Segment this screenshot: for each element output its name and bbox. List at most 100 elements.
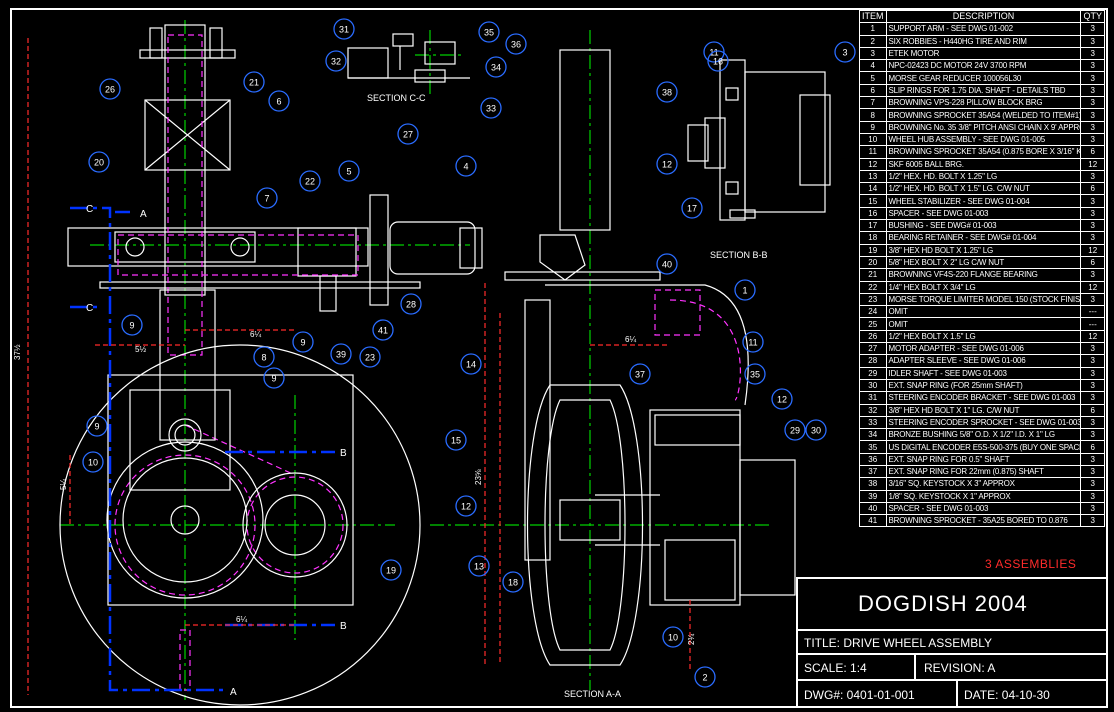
balloon-number: 12 <box>461 502 471 512</box>
balloon-circle <box>485 56 507 78</box>
bom-description: MORSE TORQUE LIMITER MODEL 150 (STOCK FI… <box>885 292 1082 307</box>
bom-qty: 3 <box>1080 514 1105 528</box>
balloon-number: 37 <box>635 370 645 380</box>
bom-qty: 3 <box>1080 34 1105 48</box>
balloon-circle <box>243 71 265 93</box>
bom-item-number: 32 <box>859 403 887 417</box>
section-bb-label: SECTION B-B <box>710 250 768 260</box>
balloon-circle <box>400 293 422 315</box>
section-aa-label: SECTION A-A <box>564 689 621 699</box>
balloon: 27 <box>397 123 419 145</box>
bom-qty: 3 <box>1080 108 1105 122</box>
bom-description: BROWNING VPS-228 PILLOW BLOCK BRG <box>885 96 1082 110</box>
hidden-lines <box>114 34 741 691</box>
bom-qty: 6 <box>1080 182 1105 196</box>
section-cc-view <box>347 33 470 83</box>
bom-qty: 12 <box>1080 243 1105 257</box>
balloon-circle <box>86 415 108 437</box>
balloon-circle <box>253 346 275 368</box>
bom-description: 1/2" HEX. HD. BOLT X 1.25" LG <box>885 169 1082 184</box>
bom-description: WHEEL HUB ASSEMBLY - SEE DWG 01-005 <box>885 132 1082 147</box>
balloon-number: 9 <box>129 321 134 331</box>
balloon-number: 31 <box>339 25 349 35</box>
balloon-number: 41 <box>378 326 388 336</box>
balloon-circle <box>121 314 143 336</box>
balloon-number: 22 <box>305 177 315 187</box>
bom-description: WHEEL STABILIZER - SEE DWG 01-004 <box>885 194 1082 208</box>
bom-item-number: 38 <box>859 477 887 491</box>
revision: REVISION: A <box>924 661 996 675</box>
balloon: 22 <box>299 170 321 192</box>
title-block-dwg: DWG#: 0401-01-001 <box>796 679 958 708</box>
bom-item-number: 26 <box>859 329 887 344</box>
balloon: 7 <box>256 187 278 209</box>
bom-description: OMIT <box>885 317 1082 331</box>
section-marker-b-top: B <box>340 448 347 459</box>
balloon: 16 <box>707 50 729 72</box>
bom-header-qty: QTY <box>1080 9 1105 24</box>
bom-qty: 3 <box>1080 268 1105 282</box>
balloon: 6 <box>268 90 290 112</box>
balloon-circle <box>784 419 806 441</box>
steering-shaft <box>139 24 236 296</box>
dimension-text: 5¼ <box>59 479 68 490</box>
balloon-circle <box>455 155 477 177</box>
balloon-number: 23 <box>365 353 375 363</box>
bom-description: EXT. SNAP RING (FOR 25mm SHAFT) <box>885 378 1082 393</box>
bom-qty: 3 <box>1080 96 1105 110</box>
bom-item-number: 21 <box>859 268 887 282</box>
bom-item-number: 17 <box>859 219 887 233</box>
balloon-number: 14 <box>466 360 476 370</box>
balloon: 32 <box>325 50 347 72</box>
balloon-number: 9 <box>271 374 276 384</box>
balloon-circle <box>656 253 678 275</box>
bom-description: NPC-02423 DC MOTOR 24V 3700 RPM <box>885 59 1082 73</box>
balloon-circle <box>299 170 321 192</box>
bom-item-number: 8 <box>859 108 887 122</box>
dimension-text: 5½ <box>135 345 146 354</box>
dimension-text: 23⅝ <box>474 469 483 485</box>
bom-description: SIX ROBBIES - H440HG TIRE AND RIM <box>885 34 1082 48</box>
balloon-number: 18 <box>508 578 518 588</box>
bom-qty: 3 <box>1080 501 1105 516</box>
section-marker-c-top: C <box>86 204 93 215</box>
bom-description: BUSHING - SEE DWG# 01-003 <box>885 219 1082 233</box>
drawing-number: DWG#: 0401-01-001 <box>804 688 915 702</box>
balloon-circle <box>333 18 355 40</box>
balloon: 23 <box>359 346 381 368</box>
balloon: 31 <box>333 18 355 40</box>
bom-header-item: ITEM <box>859 9 887 24</box>
balloon-circle <box>99 78 121 100</box>
drawing-title: TITLE: DRIVE WHEEL ASSEMBLY <box>804 636 993 650</box>
section-bb-view <box>687 59 831 221</box>
balloon: 8 <box>253 346 275 368</box>
balloon-circle <box>468 555 490 577</box>
bom-description: 3/8" HEX HD BOLT X 1.25" LG <box>885 243 1082 257</box>
dimension-text: 6¼ <box>236 615 247 624</box>
balloon-circle <box>771 388 793 410</box>
balloon-circle <box>681 197 703 219</box>
balloon: 36 <box>505 33 527 55</box>
bom-description: MORSE GEAR REDUCER 100056L30 <box>885 71 1082 85</box>
balloon: 10 <box>82 451 104 473</box>
bom-description: IDLER SHAFT - SEE DWG 01-003 <box>885 366 1082 380</box>
balloon-number: 9 <box>300 338 305 348</box>
balloon-number: 36 <box>511 40 521 50</box>
bom-item-number: 12 <box>859 157 887 171</box>
balloon-circle <box>256 187 278 209</box>
